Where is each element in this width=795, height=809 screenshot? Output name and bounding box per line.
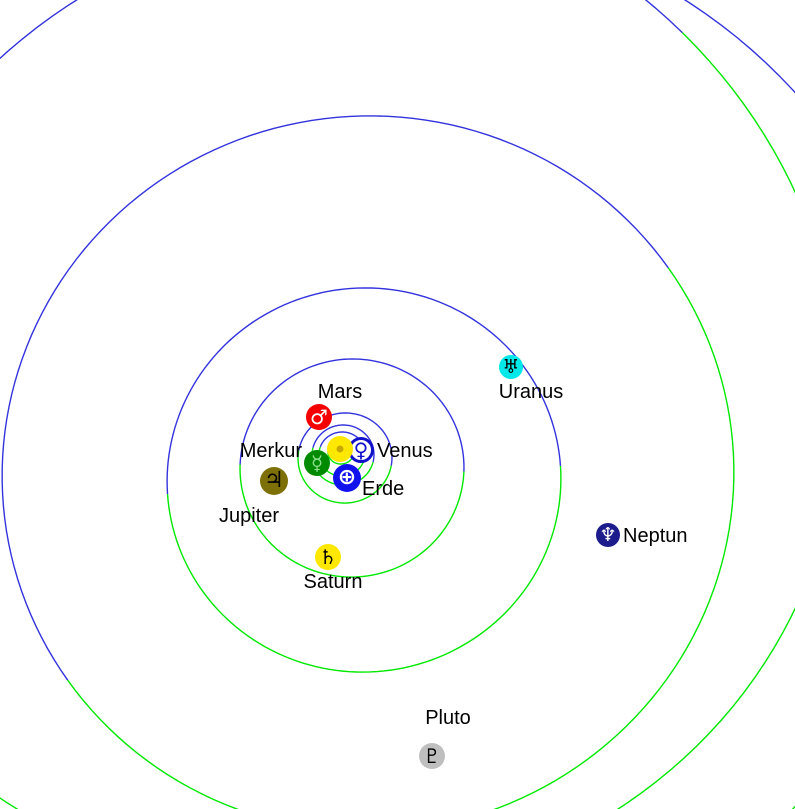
pluto-orbit-below-ecliptic <box>644 0 683 34</box>
mars-symbol-icon: ♂ <box>306 404 332 430</box>
merkur-symbol-icon: ☿ <box>304 450 330 476</box>
mars-orbit-below-ecliptic <box>298 412 393 466</box>
neptun-symbol-icon: ♆ <box>596 523 620 547</box>
uranus-symbol-icon: ♅ <box>499 355 523 379</box>
sun-core-icon <box>336 445 344 453</box>
uranus-orbit-above-ecliptic <box>67 267 735 809</box>
pluto-symbol-icon: ♇ <box>419 743 445 769</box>
neptun-orbit-above-ecliptic <box>791 805 795 809</box>
neptun-orbit-below-ecliptic <box>0 0 795 94</box>
saturn-label: Saturn <box>303 571 363 593</box>
venus-label: Venus <box>377 440 433 462</box>
jupiter-label: Jupiter <box>218 505 280 527</box>
pluto-orbit-above-ecliptic <box>0 32 795 809</box>
erde-label: Erde <box>362 478 405 500</box>
jupiter-orbit-above-ecliptic <box>239 464 465 578</box>
merkur-label: Merkur <box>239 440 302 462</box>
saturn-symbol-icon: ♄ <box>315 544 341 570</box>
uranus-label: Uranus <box>498 381 564 403</box>
saturn-orbit-below-ecliptic <box>166 287 562 495</box>
erde-symbol-icon: ⊕ <box>333 464 361 492</box>
jupiter-orbit-below-ecliptic <box>239 358 465 472</box>
mars-label: Mars <box>317 381 363 403</box>
uranus-orbit-below-ecliptic <box>1 115 669 681</box>
pluto-label: Pluto <box>425 707 471 729</box>
jupiter-symbol-icon: ♃ <box>260 467 288 495</box>
neptun-label: Neptun <box>623 525 688 547</box>
saturn-orbit-above-ecliptic <box>166 465 562 673</box>
mars-orbit-above-ecliptic <box>297 450 392 504</box>
